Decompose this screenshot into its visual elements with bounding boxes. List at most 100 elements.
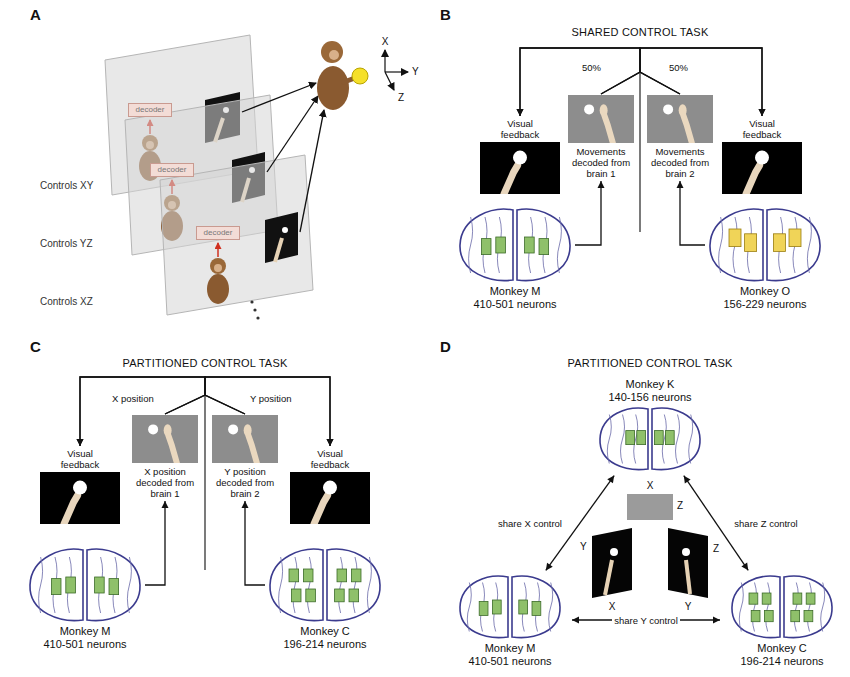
axis-label: Z	[677, 500, 683, 512]
brain-drawing	[794, 583, 798, 632]
decoded-screen	[568, 95, 634, 143]
feedback-screen	[64, 495, 78, 524]
brain-drawing	[39, 557, 43, 613]
brain-drawing	[291, 589, 301, 602]
brain-node: Monkey O156-229 neurons	[705, 205, 825, 311]
connector-line	[575, 181, 601, 245]
axis-arrows	[384, 50, 385, 72]
node-text: 156-229 neurons	[705, 298, 825, 311]
brain-drawing	[793, 593, 802, 604]
node-text: Monkey M	[25, 625, 145, 638]
arrowhead	[607, 476, 614, 484]
monkey-figure	[317, 66, 349, 110]
control-plane	[214, 264, 222, 272]
brain-drawing	[600, 408, 648, 469]
feedback-screen	[722, 142, 802, 194]
brain-drawing	[637, 431, 646, 445]
control-plane	[210, 258, 226, 274]
brain-drawing	[804, 611, 813, 622]
decoded-screen	[683, 115, 692, 143]
shared-screens	[610, 548, 618, 556]
ellipsis-dots	[250, 300, 259, 319]
feedback-screen	[40, 472, 120, 524]
feedback-screen	[323, 481, 337, 495]
brain-drawing	[492, 600, 501, 614]
shared-screens	[686, 560, 690, 594]
brain-drawing	[337, 569, 347, 582]
divider-line	[204, 395, 205, 570]
brain-drawing	[784, 576, 832, 637]
arrowhead	[327, 439, 334, 446]
plane-label: Controls XY	[40, 180, 93, 192]
decoded-screen-node: Y position decoded from brain 2	[212, 415, 278, 499]
brain-drawing	[30, 549, 83, 620]
screen-arrows	[242, 83, 316, 112]
arrowhead	[327, 439, 334, 446]
feedback-screen	[73, 481, 87, 495]
axis-label: Y	[412, 66, 419, 78]
decoded-screen-node: Movements decoded from brain 2	[647, 95, 713, 179]
arrowhead	[759, 109, 766, 116]
decoded-screen	[647, 95, 713, 143]
brain-drawing	[109, 579, 119, 595]
connector	[575, 181, 605, 245]
brain-drawing	[773, 234, 785, 252]
screen-arrows	[267, 96, 318, 172]
brain-drawing	[460, 576, 508, 637]
shared-screens	[592, 494, 708, 598]
arrowhead	[684, 476, 691, 484]
axis-arrows	[385, 71, 408, 72]
feedback-screen	[290, 472, 370, 524]
shared-screens	[627, 494, 673, 520]
control-plane	[265, 212, 298, 263]
decoded-screen	[604, 115, 613, 143]
decoder-box: decoder	[150, 163, 194, 177]
brain-drawing	[127, 557, 131, 613]
brain-drawing	[303, 569, 313, 582]
brain-drawing	[66, 577, 76, 593]
control-plane	[160, 155, 313, 315]
brain-drawing	[739, 583, 743, 632]
brain-drawing	[455, 205, 575, 285]
brain-drawing	[307, 557, 311, 613]
brain-drawing	[87, 549, 140, 620]
feedback-screen-node: Visual feedback	[722, 118, 802, 194]
brain-node: Monkey M410-501 neurons	[450, 572, 570, 668]
feedback-screen	[722, 142, 802, 194]
brain-drawing	[753, 583, 757, 632]
brain-drawing	[710, 209, 763, 280]
decoded-screen	[663, 104, 673, 114]
ellipsis-dots	[250, 300, 253, 303]
brain-drawing	[791, 611, 800, 622]
edge-label: share Z control	[732, 518, 799, 529]
decoded-screen	[212, 415, 278, 463]
arrowhead	[162, 501, 169, 508]
brain-drawing	[306, 589, 316, 602]
axis-label: Z	[713, 543, 719, 555]
brain-drawing	[279, 557, 283, 613]
node-text: Monkey C	[722, 642, 842, 655]
control-plane	[275, 238, 282, 262]
brain-drawing	[51, 579, 61, 595]
decoder-box: decoder	[196, 226, 240, 240]
brain-node: Monkey M410-501 neurons	[455, 205, 575, 311]
decoded-screen	[679, 104, 687, 116]
brain-drawing	[789, 229, 801, 247]
brain-drawing	[762, 593, 771, 604]
monkey-figure	[321, 41, 343, 63]
brain-drawing	[25, 545, 145, 625]
brain-node: Monkey K140-156 neurons	[590, 378, 710, 474]
brain-drawing	[676, 415, 680, 464]
brain-drawing	[729, 229, 741, 247]
brain-drawing	[767, 209, 820, 280]
node-text: decoder	[199, 228, 237, 238]
brain-drawing	[607, 415, 611, 464]
axis-label: Y	[685, 601, 692, 613]
connector-line	[145, 501, 165, 585]
node-text: 410-501 neurons	[450, 655, 570, 668]
screen-arrows	[242, 83, 324, 232]
screen-arrows	[300, 110, 324, 232]
brain-drawing	[621, 415, 625, 464]
decoded-screen	[212, 415, 278, 463]
feedback-screen	[314, 495, 328, 524]
